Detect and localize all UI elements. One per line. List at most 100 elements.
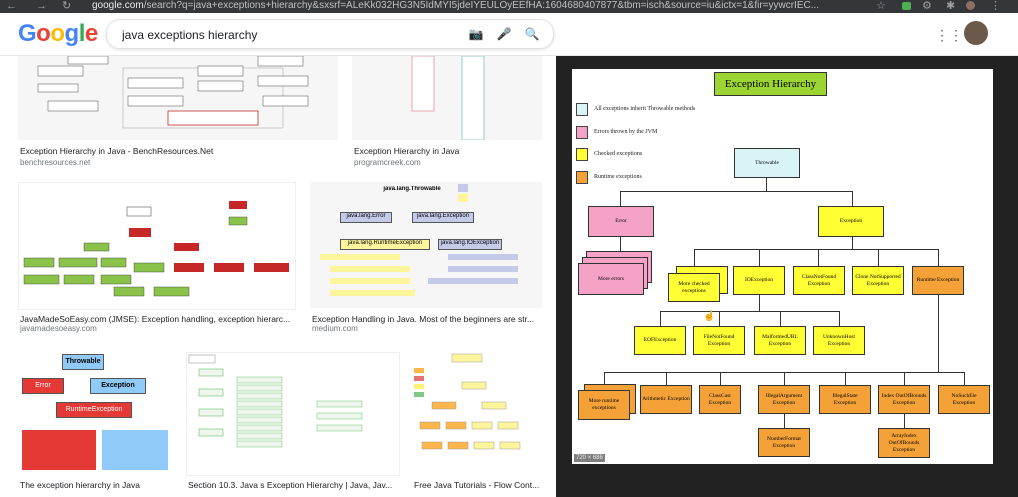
thumb-label: java.lang.Error <box>340 212 392 223</box>
back-arrow-icon[interactable]: ← <box>6 0 17 12</box>
thumb-label: java.lang.Throwable <box>383 186 441 192</box>
diagram-thumbnail <box>414 353 521 450</box>
result-card[interactable]: Exception Hierarchy in Java - BenchResou… <box>18 56 338 168</box>
result-source[interactable]: programcreek.com <box>354 158 421 167</box>
thumb-box <box>22 430 96 470</box>
node-numberformat: NumberFormat Exception <box>758 428 810 457</box>
star-icon[interactable]: ☆ <box>876 0 886 12</box>
legend-label: Runtime exceptions <box>594 174 642 180</box>
profile-icon[interactable] <box>966 1 975 10</box>
result-source[interactable]: benchresources.net <box>20 158 91 167</box>
result-thumbnail[interactable] <box>18 182 296 310</box>
connector-line <box>852 237 853 249</box>
node-classnotfound: ClassNotFound Exception <box>793 266 845 295</box>
result-title[interactable]: Section 10.3. Java s Exception Hierarchy… <box>188 480 393 490</box>
thumb-row <box>448 254 518 260</box>
browser-toolbar: ← → ↻ google.com/search?q=java+exception… <box>0 0 1018 13</box>
search-input[interactable] <box>120 24 454 46</box>
thumb-row <box>330 278 410 284</box>
result-card[interactable]: Free Java Tutorials - Flow Cont... <box>412 352 544 497</box>
result-card[interactable]: Exception Hierarchy in Java programcreek… <box>352 56 542 168</box>
google-logo[interactable]: Google <box>18 20 98 47</box>
connector-line <box>938 295 939 373</box>
result-title[interactable]: The exception hierarchy in Java <box>20 480 141 490</box>
node-eofexception: EOFException <box>634 326 686 355</box>
connector-line <box>878 249 879 266</box>
result-thumbnail[interactable] <box>412 352 544 474</box>
connector-line <box>818 249 819 266</box>
result-title[interactable]: Exception Hierarchy in Java - BenchResou… <box>20 146 214 156</box>
result-card[interactable]: java.lang.Throwable java.lang.Error java… <box>310 182 542 333</box>
result-card[interactable]: JavaMadeSoEasy.com (JMSE): Exception han… <box>18 182 296 333</box>
connector-line <box>938 249 939 266</box>
result-thumbnail[interactable]: java.lang.Throwable java.lang.Error java… <box>310 182 542 308</box>
diagram-title: Exception Hierarchy <box>714 72 827 96</box>
connector-line <box>666 372 667 385</box>
connector-line <box>766 178 767 191</box>
result-thumbnail[interactable] <box>18 56 338 140</box>
thumb-label: RuntimeException <box>56 402 132 418</box>
result-title[interactable]: Exception Hierarchy in Java <box>354 146 460 156</box>
mic-icon[interactable]: 🎤 <box>496 27 512 41</box>
connector-line <box>620 237 621 251</box>
node-unknownhost: UnknownHost Exception <box>813 326 865 355</box>
extension-icon[interactable]: ⚙ <box>922 0 932 12</box>
thumb-row <box>330 266 410 272</box>
image-preview-panel: ✕ ‹ › Exception Hierarchy All exceptions… <box>556 56 1018 497</box>
connector-line <box>604 372 605 390</box>
connector-line <box>694 249 695 266</box>
node-arrayindex: ArrayIndex OutOfBounds Exception <box>878 428 930 458</box>
connector-line <box>839 311 840 326</box>
thumb-row <box>320 254 400 260</box>
puzzle-icon[interactable]: ✱ <box>946 0 956 12</box>
legend-label: Errors thrown by the JVM <box>594 129 658 135</box>
node-ioexception: IOException <box>733 266 785 295</box>
result-title[interactable]: JavaMadeSoEasy.com (JMSE): Exception han… <box>20 314 291 324</box>
result-thumbnail[interactable] <box>186 352 400 476</box>
node-illegalargument: IllegalArgument Exception <box>758 385 810 414</box>
node-clonenotsupported: Clone NotSupported Exception <box>852 266 904 295</box>
result-thumbnail[interactable]: Throwable Error Exception RuntimeExcepti… <box>18 352 172 474</box>
thumb-label: java.lang.RuntimeException <box>340 239 430 250</box>
search-header: Google 📷 🎤 🔍 ⋮⋮⋮ <box>0 13 1018 56</box>
menu-icon[interactable]: ⋮ <box>990 0 1001 12</box>
connector-line <box>660 311 661 326</box>
avatar[interactable] <box>964 21 988 45</box>
connector-line <box>759 295 760 311</box>
connector-line <box>845 372 846 385</box>
camera-icon[interactable]: 📷 <box>468 27 484 41</box>
result-source[interactable]: medium.com <box>312 324 358 333</box>
connector-line <box>620 191 621 206</box>
node-nosuchelement: NoSuchEle Exception <box>938 385 990 414</box>
connector-line <box>694 249 938 250</box>
result-title[interactable]: Free Java Tutorials - Flow Cont... <box>414 480 540 490</box>
result-card[interactable]: Throwable Error Exception RuntimeExcepti… <box>18 352 172 497</box>
forward-arrow-icon[interactable]: → <box>36 0 47 12</box>
connector-line <box>719 311 720 326</box>
exception-hierarchy-image[interactable]: Exception Hierarchy All exceptions inher… <box>572 69 993 464</box>
node-throwable: Throwable <box>734 148 800 178</box>
connector-line <box>784 372 785 385</box>
node-more-checked: More checked exceptions <box>668 273 720 302</box>
extension-icon[interactable] <box>902 2 911 10</box>
node-more-runtime: More runtime exceptions <box>578 390 630 420</box>
mouse-cursor-icon: ☝ <box>703 311 716 322</box>
image-results: Exception Hierarchy in Java - BenchResou… <box>0 56 556 497</box>
node-classcast: ClassCast Exception <box>699 385 741 414</box>
thumb-label: Error <box>22 378 64 394</box>
thumb-label: Throwable <box>62 354 104 370</box>
result-thumbnail[interactable] <box>352 56 542 140</box>
search-box[interactable]: 📷 🎤 🔍 <box>106 19 554 49</box>
result-source[interactable]: javamadesoeasy.com <box>20 324 97 333</box>
search-icon[interactable]: 🔍 <box>524 27 540 41</box>
address-bar[interactable]: google.com/search?q=java+exceptions+hier… <box>92 0 872 12</box>
connector-line <box>852 191 853 206</box>
result-card[interactable]: Section 10.3. Java s Exception Hierarchy… <box>186 352 400 497</box>
connector-line <box>720 372 721 385</box>
thumb-row <box>428 278 518 284</box>
legend-label: All exceptions inherit Throwable methods <box>594 106 696 112</box>
result-title[interactable]: Exception Handling in Java. Most of the … <box>312 314 535 324</box>
reload-icon[interactable]: ↻ <box>62 0 72 12</box>
node-arithmetic: Arithmetic Exception <box>640 385 692 414</box>
connector-line <box>759 249 760 266</box>
